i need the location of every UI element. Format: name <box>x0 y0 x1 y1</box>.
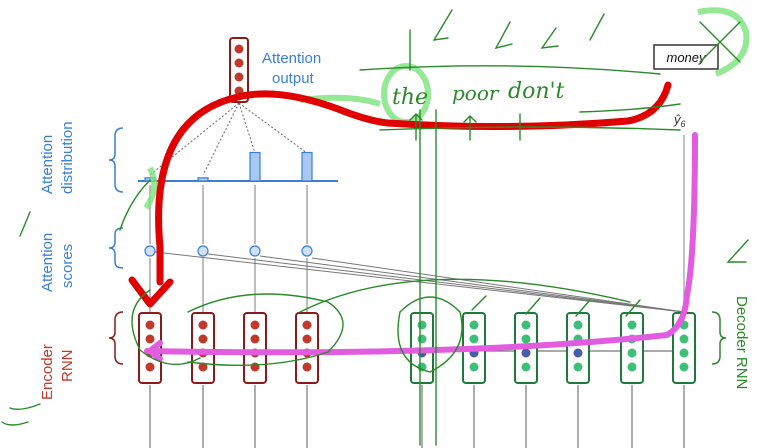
attention-distribution-label-line2: distribution <box>59 121 76 194</box>
encoder-cells <box>138 312 319 384</box>
attention-bar <box>301 151 313 182</box>
pink-arrowhead <box>145 340 163 362</box>
encoder-cell <box>295 312 319 384</box>
attention-score-circles <box>144 245 313 257</box>
input-arrows <box>149 385 685 448</box>
encoder-cell <box>191 312 215 384</box>
green-scribbles <box>1 9 749 446</box>
attention-bar <box>249 151 261 182</box>
encoder-label-line2: RNN <box>59 350 76 383</box>
decoder-cell <box>620 312 644 384</box>
decoder-cell <box>672 312 696 384</box>
encoder-label-line1: Encoder <box>39 344 56 400</box>
decoder-brace <box>711 311 727 365</box>
handwritten-word-the: the <box>392 85 428 110</box>
red-ink-arrow <box>155 81 672 286</box>
y-hat-label: ŷ6 <box>673 112 686 129</box>
distribution-brace <box>108 127 124 193</box>
attention-distribution-label-line1: Attention <box>39 135 56 194</box>
output-word-box <box>653 44 719 70</box>
attention-output-dotted-lines <box>149 102 308 176</box>
handwritten-word-dont: don't <box>508 79 565 104</box>
attention-scores-label-line2: scores <box>59 244 76 288</box>
attention-bar <box>197 177 209 182</box>
scores-brace <box>108 227 124 269</box>
attention-output-vector <box>229 37 249 103</box>
decoder-label: Decoder RNN <box>733 296 750 389</box>
attention-output-label-line1: Attention <box>262 50 321 67</box>
red-ink-arrowhead <box>128 276 174 308</box>
pink-arrow <box>144 132 698 356</box>
handwritten-word-poor: poor <box>452 81 500 105</box>
attention-scores-label-line1: Attention <box>39 233 56 292</box>
output-word: money <box>666 50 707 65</box>
decoder-cell <box>566 312 590 384</box>
encoder-to-score-lines <box>149 185 308 312</box>
attention-output-label-line2: output <box>272 70 315 87</box>
encoder-brace <box>108 311 124 365</box>
encoder-cell <box>243 312 267 384</box>
